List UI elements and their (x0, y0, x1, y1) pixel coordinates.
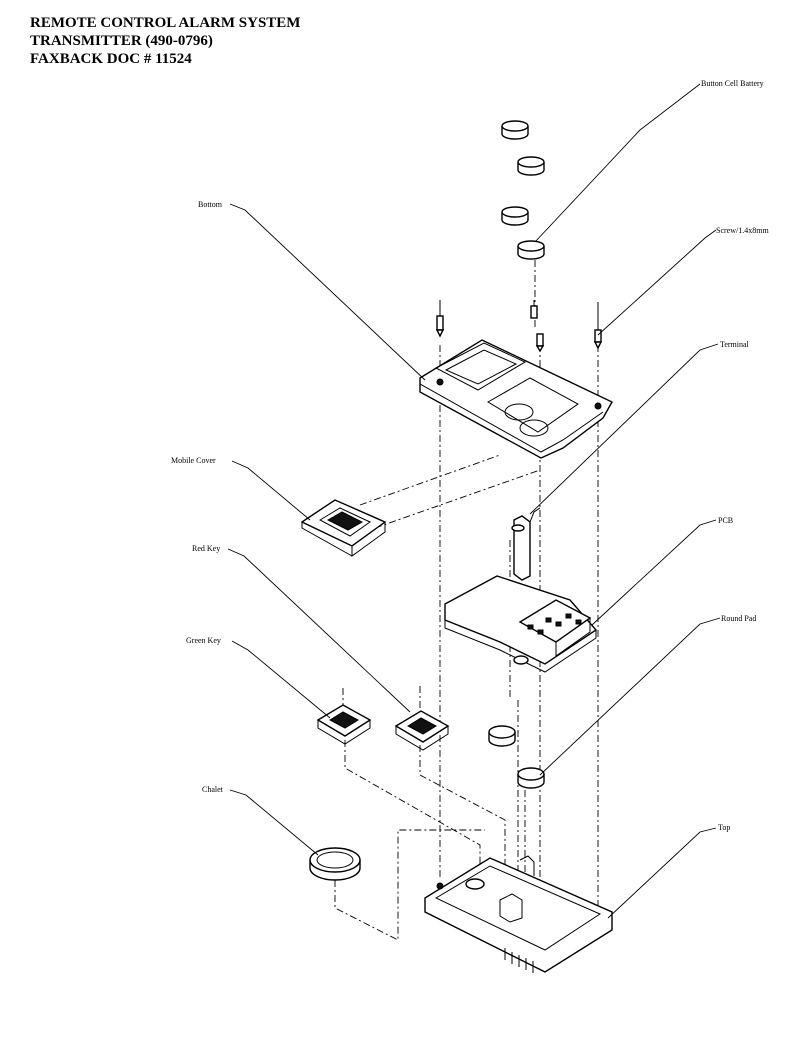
button-cell-batteries (501, 120, 545, 260)
label-red-key: Red Key (192, 544, 220, 553)
pcb-contacts (527, 613, 582, 635)
label-green-key: Green Key (186, 636, 221, 645)
label-mobile-cover: Mobile Cover (171, 456, 216, 465)
part-labels: Button Cell Battery Screw/1.4x8mm Bottom… (171, 79, 769, 832)
title-line-1: REMOTE CONTROL ALARM SYSTEM (30, 15, 301, 31)
round-pads (488, 725, 545, 789)
label-chalet: Chalet (202, 785, 224, 794)
pcb-board (444, 575, 598, 673)
title-line-3: FAXBACK DOC # 11524 (30, 51, 192, 67)
battery-cell-3 (501, 206, 529, 226)
terminal (511, 507, 541, 581)
label-top: Top (718, 823, 730, 832)
leader-lines (227, 83, 721, 919)
title-line-2: TRANSMITTER (490-0796) (30, 33, 213, 49)
side-slots (504, 948, 534, 973)
screw-1 (435, 300, 445, 338)
bottom-housing (419, 339, 613, 459)
screw-2 (530, 300, 538, 319)
round-pad-2 (517, 767, 545, 789)
screw-4 (593, 302, 603, 350)
round-pad-1 (488, 725, 516, 747)
red-key (394, 710, 450, 751)
screw-3 (535, 333, 545, 353)
chalet-ring (309, 847, 361, 881)
battery-cell-2 (517, 156, 545, 176)
document-header: REMOTE CONTROL ALARM SYSTEM TRANSMITTER … (30, 14, 300, 68)
battery-cell-1 (501, 120, 529, 140)
label-round-pad: Round Pad (721, 614, 756, 623)
label-pcb: PCB (718, 516, 733, 525)
label-bottom: Bottom (198, 200, 223, 209)
battery-cell-4 (517, 240, 545, 260)
top-housing (424, 855, 613, 973)
green-key (316, 704, 372, 745)
mobile-cover (300, 499, 387, 557)
label-screw: Screw/1.4x8mm (716, 226, 769, 235)
screws (435, 300, 603, 353)
label-terminal: Terminal (720, 340, 750, 349)
label-button-cell-battery: Button Cell Battery (701, 79, 764, 88)
